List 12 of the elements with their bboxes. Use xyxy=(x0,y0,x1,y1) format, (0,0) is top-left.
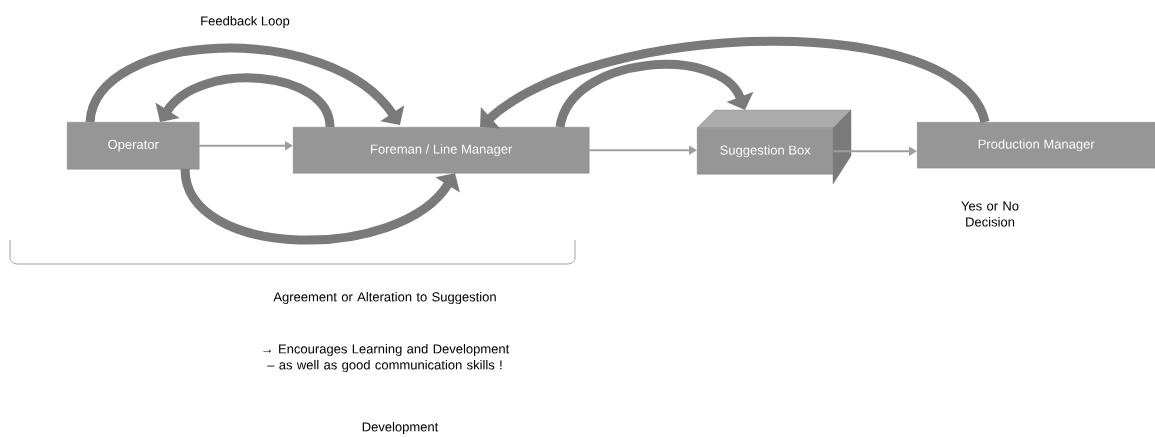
process-box: Suggestion Box xyxy=(696,109,852,185)
curved-arrow xyxy=(85,43,405,125)
caption-text: Agreement or Alteration to Suggestion xyxy=(273,291,496,305)
curved-arrow xyxy=(480,36,990,129)
caption-text: Development xyxy=(362,421,439,435)
curved-arrow xyxy=(555,60,754,129)
process-box: Production Manager xyxy=(917,122,1155,169)
process-box: Operator xyxy=(67,122,200,170)
edge-label: Feedback Loop xyxy=(201,15,290,29)
caption-text: → Encourages Learning and Development – as well as good communication skills ! xyxy=(263,343,510,373)
process-box: Foreman / Line Manager xyxy=(293,127,590,174)
note-text: Yes or No Decision xyxy=(961,201,1019,227)
